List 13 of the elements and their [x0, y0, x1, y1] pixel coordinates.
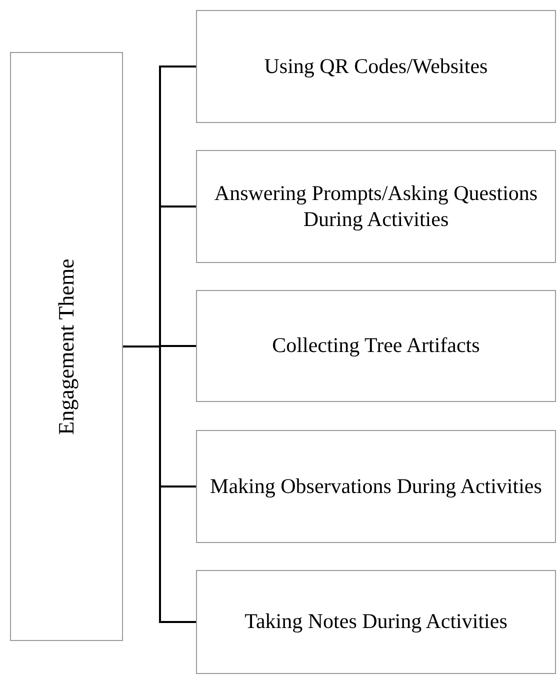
category-label: Making Observations During Activities: [209, 474, 543, 500]
theme-label: Engagement Theme: [52, 258, 80, 435]
category-box: [196, 290, 556, 402]
category-box: [196, 10, 556, 123]
category-box: [196, 570, 556, 674]
category-label: Answering Prompts/Asking Questions During Activities: [213, 181, 539, 232]
category-label: Using QR Codes/Websites: [263, 54, 489, 80]
category-box: [196, 150, 556, 263]
connector-line: [123, 346, 196, 623]
category-box: [196, 430, 556, 543]
category-label: Taking Notes During Activities: [244, 609, 508, 635]
category-label: Collecting Tree Artifacts: [271, 333, 481, 359]
theme-box: [10, 52, 123, 641]
